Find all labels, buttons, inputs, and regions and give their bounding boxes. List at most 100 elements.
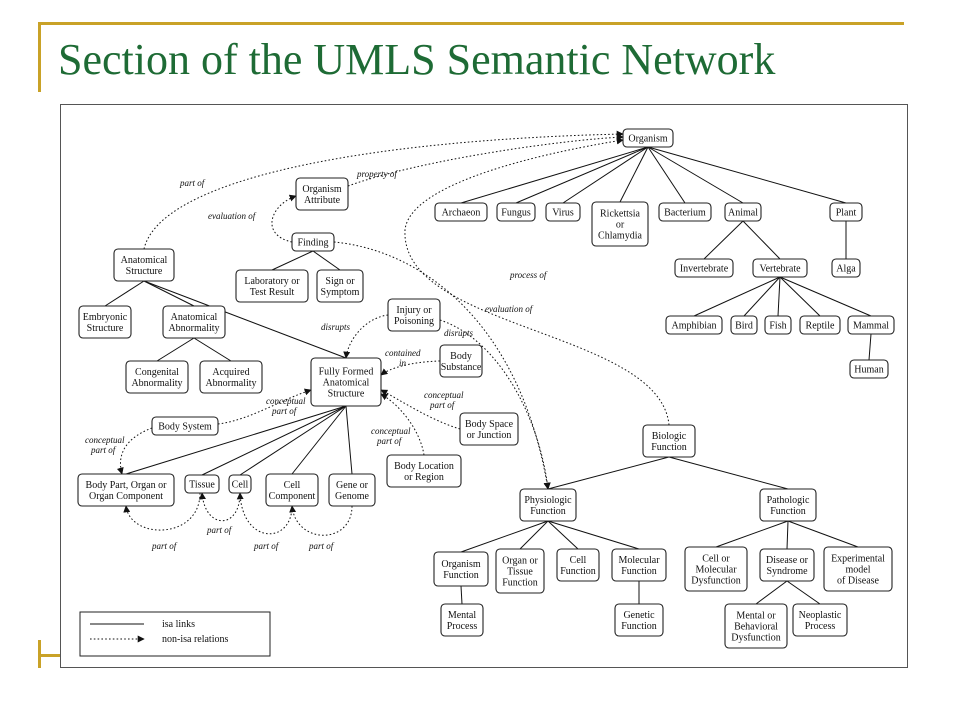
node-box xyxy=(386,454,462,488)
node-box xyxy=(125,360,189,394)
isa-link-animal-invertebrate xyxy=(703,220,744,260)
node-box xyxy=(759,548,815,582)
node-label-line: Tissue xyxy=(189,480,215,491)
isa-link-physiologic_function-molecular_function xyxy=(547,520,640,550)
node-box xyxy=(658,202,712,222)
isa-link-fully_formed-tissue xyxy=(201,405,347,476)
relation-label: process of xyxy=(509,270,548,280)
node-box xyxy=(829,202,863,222)
relation-finding-to-physiologic_function xyxy=(333,241,551,490)
node-label-line: Genetic xyxy=(623,610,655,621)
node-label-line: Abnormality xyxy=(205,378,256,389)
node-box xyxy=(316,269,364,303)
isa-link-fully_formed-body_part xyxy=(125,405,347,475)
relation-gene_genome-to-cell_component xyxy=(289,505,353,536)
node-box xyxy=(684,546,748,592)
isa-link-physiologic_function-organism_function xyxy=(460,520,549,553)
node-amphibian: Amphibian xyxy=(665,315,723,335)
isa-link-fully_formed-cell xyxy=(239,405,347,476)
isa-link-biologic_function-pathologic_function xyxy=(668,456,789,490)
node-label-line: Finding xyxy=(297,238,328,249)
isa-link-disease_syndrome-mental_behavioral xyxy=(755,580,788,605)
relation-finding-to-organism_attribute xyxy=(271,194,297,243)
node-alga: Alga xyxy=(831,258,861,278)
isa-link-vertebrate-mammal xyxy=(779,276,872,317)
node-box xyxy=(730,315,758,335)
node-label-line: Animal xyxy=(728,208,758,219)
node-box xyxy=(519,488,577,522)
node-label-line: Molecular xyxy=(695,565,737,576)
node-label-line: Chlamydia xyxy=(598,231,642,242)
decorative-top-rule xyxy=(38,22,904,25)
node-label-line: Physiologic xyxy=(524,495,572,506)
isa-link-vertebrate-amphibian xyxy=(693,276,781,317)
node-virus: Virus xyxy=(545,202,581,222)
node-label-line: Reptile xyxy=(806,321,835,332)
node-label-line: Organ Component xyxy=(89,491,163,502)
isa-link-animal-vertebrate xyxy=(742,220,781,260)
node-fungus: Fungus xyxy=(496,202,536,222)
node-box xyxy=(724,603,788,649)
node-label-line: Amphibian xyxy=(672,321,717,332)
legend-box xyxy=(79,611,271,657)
node-label-line: Function xyxy=(502,578,538,589)
node-label-line: Experimental xyxy=(831,554,885,565)
node-label-line: Vertebrate xyxy=(759,264,801,275)
node-label-line: Congenital xyxy=(135,367,179,378)
node-label-line: model xyxy=(846,565,871,576)
node-label-line: Gene or xyxy=(336,480,369,491)
relation-organism_attribute-to-organism xyxy=(347,133,624,187)
node-box xyxy=(113,248,175,282)
node-label-line: Neoplastic xyxy=(799,610,842,621)
node-box xyxy=(764,315,792,335)
node-box xyxy=(792,603,848,637)
isa-link-pathologic_function-disease_syndrome xyxy=(786,520,789,550)
node-box xyxy=(622,128,674,148)
isa-link-mammal-human xyxy=(868,333,872,361)
decorative-left-rule xyxy=(38,22,41,92)
node-label-line: Injury or xyxy=(396,305,432,316)
node-box xyxy=(556,548,600,582)
node-box xyxy=(265,473,319,507)
node-fish: Fish xyxy=(764,315,792,335)
node-box xyxy=(228,474,252,494)
isa-link-anatomical_structure-anatomical_abnormality xyxy=(143,280,195,307)
relation-injury_poisoning-to-fully_formed xyxy=(343,314,389,359)
node-box xyxy=(291,232,335,252)
isa-link-organism-animal xyxy=(647,146,744,204)
node-label-line: or xyxy=(616,220,625,231)
isa-link-anatomical_abnormality-acquired_abnormality xyxy=(193,337,232,362)
node-cell: Cell xyxy=(228,474,252,494)
node-label-line: Function xyxy=(621,621,657,632)
node-label-line: Bacterium xyxy=(664,208,706,219)
node-label-line: Function xyxy=(770,506,806,517)
node-label-line: Organism xyxy=(441,559,480,570)
node-label-line: Mental xyxy=(448,610,477,621)
node-label-line: Fish xyxy=(769,321,786,332)
node-label-line: Pathologic xyxy=(767,495,810,506)
node-label-line: Process xyxy=(805,621,836,632)
node-label-line: Substance xyxy=(441,362,482,373)
relation-label: evaluation of xyxy=(485,304,534,314)
node-label-line: Cell xyxy=(570,555,587,566)
node-box xyxy=(614,603,664,637)
relation-biologic_function-to-organism xyxy=(404,137,670,426)
relation-label: part of xyxy=(151,541,178,551)
relation-body_substance-to-fully_formed xyxy=(380,360,441,376)
node-animal: Animal xyxy=(724,202,762,222)
isa-link-organism-archaeon xyxy=(460,146,649,204)
